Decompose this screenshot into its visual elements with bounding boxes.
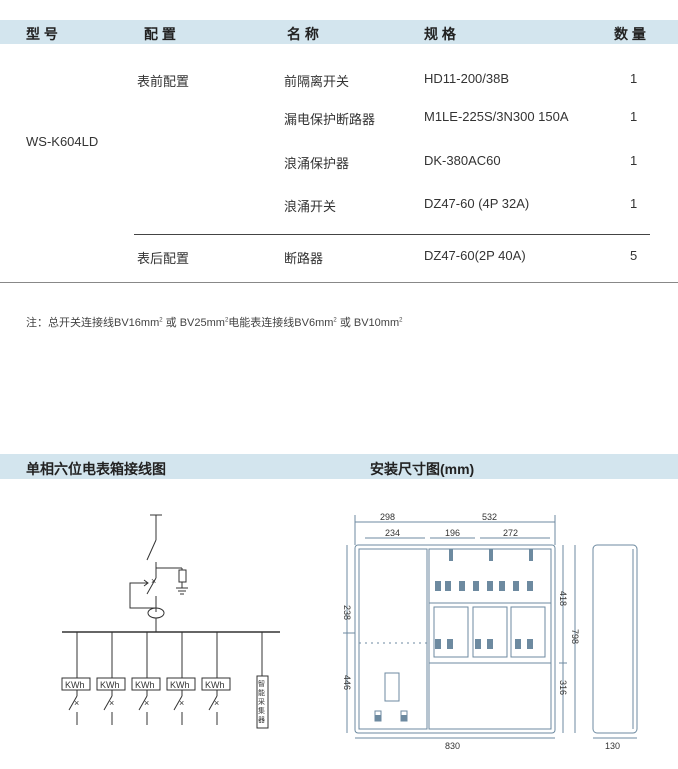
dims-title: 安装尺寸图(mm) <box>370 461 475 477</box>
dim-side-depth: 130 <box>605 741 620 750</box>
meter-box <box>131 677 161 691</box>
section-header: 单相六位电表箱接线图 安装尺寸图(mm) <box>0 454 678 479</box>
row-name: 浪涌开关 <box>284 199 337 214</box>
meter-box <box>61 677 91 691</box>
wiring-title: 单相六位电表箱接线图 <box>26 461 166 477</box>
dim-top-right: 272 <box>503 528 518 538</box>
row-name: 漏电保护断路器 <box>284 112 376 127</box>
collector-label-char: 采 <box>258 697 265 706</box>
collector-label-char: 能 <box>258 688 265 697</box>
model-cell: WS-K604LD <box>26 134 99 149</box>
dim-top-total-left: 298 <box>380 512 395 522</box>
meter-label: KWh <box>170 680 190 690</box>
dim-right-lower: 316 <box>558 680 568 695</box>
meter-label: KWh <box>100 680 120 690</box>
collector-label-char: 器 <box>258 716 265 724</box>
dimension-drawing-front: 298 532 234 196 272 238 446 418 316 798 … <box>342 512 580 750</box>
row-name: 断路器 <box>284 251 324 266</box>
meter-label: KWh <box>135 680 155 690</box>
row-spec: HD11-200/38B <box>424 71 510 86</box>
header-name: 名 称 <box>287 26 319 42</box>
row-qty: 1 <box>630 196 638 211</box>
row-qty: 5 <box>630 248 638 263</box>
header-qty: 数 量 <box>614 26 646 42</box>
breaker-mark: × <box>74 698 79 708</box>
svg-text:×: × <box>151 576 156 586</box>
dimension-drawing-side: 130 <box>592 544 638 750</box>
header-spec: 规 格 <box>424 26 456 42</box>
dim-top-total-right: 532 <box>482 512 497 522</box>
dim-right-total: 798 <box>570 629 580 644</box>
dim-top-left: 234 <box>385 528 400 538</box>
collector-label-char: 集 <box>258 706 265 715</box>
table-header: 型 号 配 置 名 称 规 格 数 量 <box>0 20 678 44</box>
meter-box <box>96 677 126 691</box>
row-name: 浪涌保护器 <box>284 156 350 171</box>
dim-right-upper: 418 <box>558 591 568 606</box>
breaker-mark: × <box>214 698 219 708</box>
collector-box <box>256 675 269 729</box>
row-spec: DK-380AC60 <box>424 153 501 168</box>
breaker-mark: × <box>109 698 114 708</box>
config-cell-post: 表后配置 <box>137 251 190 266</box>
config-cell-pre: 表前配置 <box>137 74 190 89</box>
meter-box <box>201 677 231 691</box>
row-spec: M1LE-225S/3N300 150A <box>424 109 569 124</box>
row-qty: 1 <box>630 109 638 124</box>
meter-box <box>166 677 196 691</box>
meter-label: KWh <box>205 680 225 690</box>
meter-label: KWh <box>65 680 85 690</box>
wiring-note: 注：总开关连接线BV16mm2 或 BV25mm2电能表连接线BV6mm2 或 … <box>26 317 403 329</box>
group-divider <box>134 234 650 235</box>
row-spec: DZ47-60(2P 40A) <box>424 248 526 263</box>
dim-bottom-width: 830 <box>445 741 460 750</box>
row-qty: 1 <box>630 71 638 86</box>
dim-left-lower: 446 <box>342 675 352 690</box>
dim-top-mid: 196 <box>445 528 460 538</box>
dim-left-upper: 238 <box>342 605 352 620</box>
row-name: 前隔离开关 <box>284 74 350 89</box>
collector-label-char: 智 <box>258 679 265 688</box>
row-qty: 1 <box>630 153 638 168</box>
table-bottom-rule <box>0 282 678 283</box>
breaker-mark: × <box>179 698 184 708</box>
row-spec: DZ47-60 (4P 32A) <box>424 196 530 211</box>
breaker-mark: × <box>144 698 149 708</box>
header-model: 型 号 <box>26 26 58 42</box>
header-config: 配 置 <box>144 26 176 42</box>
